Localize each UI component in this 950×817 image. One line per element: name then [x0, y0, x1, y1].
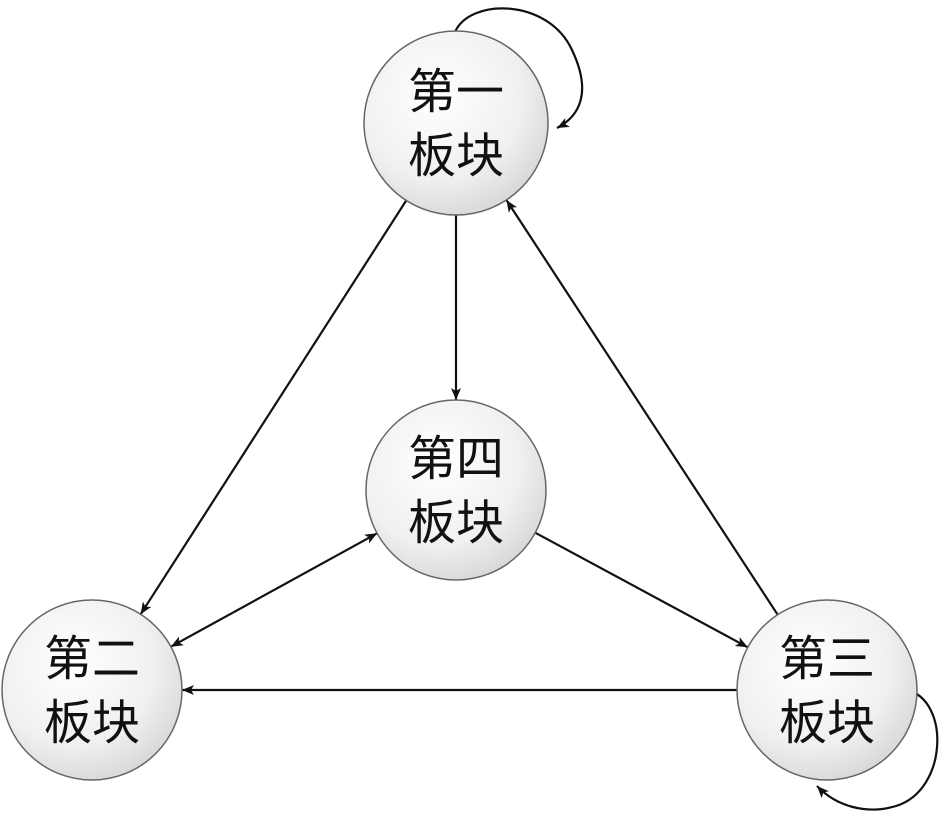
node-n4-line1: 第四	[408, 431, 504, 487]
node-n2: 第二 板块	[1, 599, 183, 781]
node-n4-line2: 板块	[408, 495, 504, 551]
node-n3: 第三 板块	[736, 599, 918, 781]
node-n4: 第四 板块	[365, 399, 547, 581]
node-n3-line2: 板块	[779, 695, 875, 751]
node-n2-line1: 第二	[44, 631, 140, 687]
edge-n1-n2	[139, 199, 408, 615]
node-n1-line1: 第一	[408, 64, 504, 120]
node-n1-line2: 板块	[408, 128, 504, 184]
self-loop-n3	[816, 688, 939, 811]
self-loop-n1	[453, 7, 584, 129]
node-n4-circle	[365, 399, 547, 581]
edge-n4-n2	[170, 532, 378, 648]
node-n2-circle	[1, 599, 183, 781]
node-n1: 第一 板块	[363, 30, 549, 216]
node-n3-line1: 第三	[779, 631, 875, 687]
edge-n4-n3	[534, 531, 749, 649]
edges-layer	[139, 7, 939, 811]
node-n1-circle	[363, 30, 549, 216]
edge-n3-n1	[505, 199, 779, 616]
node-n3-circle	[736, 599, 918, 781]
node-n2-line2: 板块	[44, 695, 140, 751]
